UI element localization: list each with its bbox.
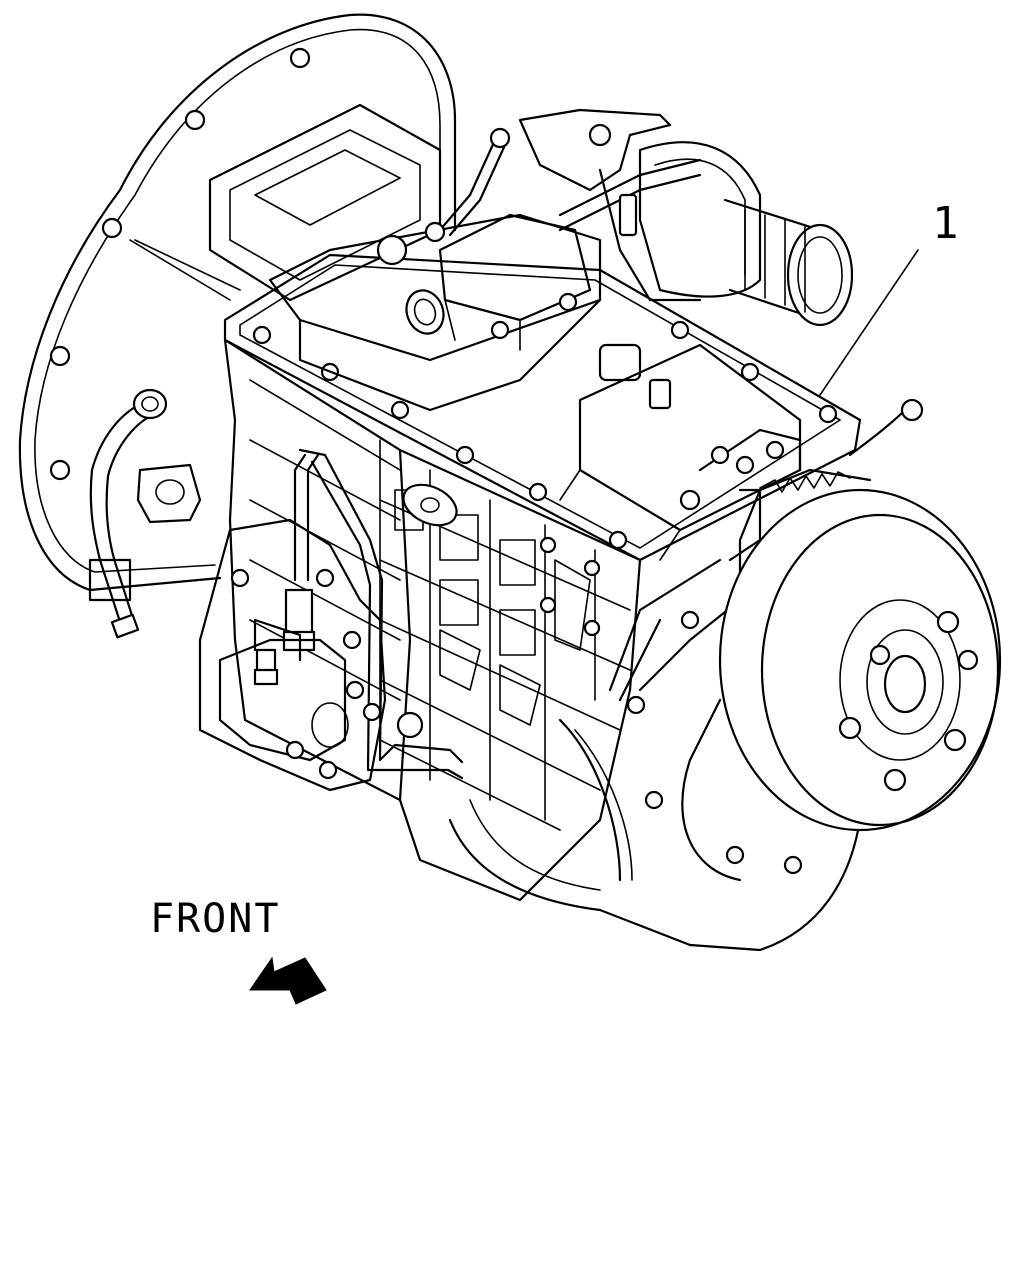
callout-1: 1 xyxy=(819,198,959,396)
front-label: FRONT xyxy=(150,896,280,942)
transmission-case xyxy=(223,253,862,902)
front-direction-indicator: FRONT xyxy=(150,896,327,1005)
rear-extension-housing xyxy=(518,108,854,327)
case-ribs xyxy=(379,439,631,831)
shift-tower xyxy=(268,213,802,561)
housing-bolts xyxy=(49,47,311,481)
valve-block-assembly xyxy=(198,518,387,792)
callout-number: 1 xyxy=(932,198,959,249)
parking-brake-drum xyxy=(608,398,1002,882)
front-arrow-icon xyxy=(249,956,327,1005)
breather-hose xyxy=(88,388,168,639)
front-cover xyxy=(396,711,862,952)
mount-boss xyxy=(136,463,202,524)
drum-studs xyxy=(838,610,979,792)
leader-line xyxy=(819,249,919,396)
case-flange-bolts xyxy=(252,320,838,550)
